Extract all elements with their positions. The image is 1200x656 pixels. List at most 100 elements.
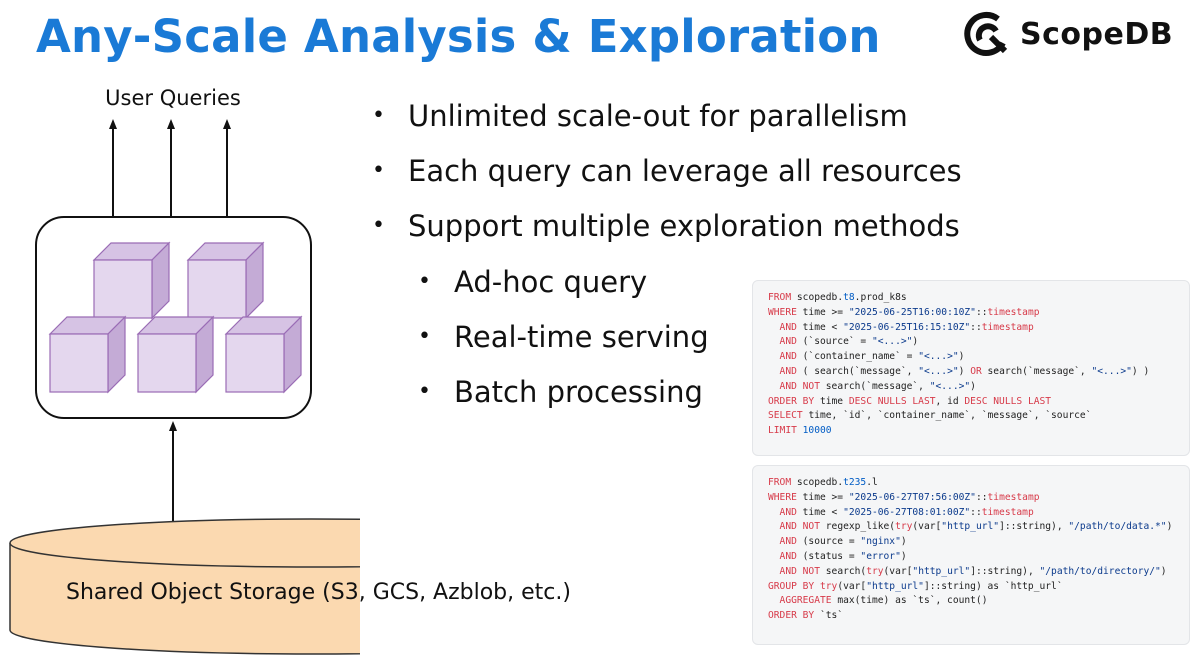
- storage-label: Shared Object Storage (S3, GCS, Azblob, …: [66, 580, 571, 605]
- code-token: ]::string),: [970, 565, 1040, 577]
- code-line: WHERE time >= "2025-06-25T16:00:10Z"::ti…: [768, 306, 1189, 321]
- code-line: LIMIT 10000: [768, 424, 1189, 439]
- code-token: "2025-06-27T08:01:00Z": [843, 506, 971, 518]
- code-line: AND time < "2025-06-25T16:15:10Z"::times…: [768, 321, 1189, 336]
- bullet-item: •Unlimited scale-out for parallelism: [372, 96, 908, 136]
- compute-node-cube: [186, 241, 265, 320]
- compute-nodes: [48, 241, 303, 394]
- code-token: 10000: [802, 425, 832, 437]
- code-line: ORDER BY `ts`: [768, 609, 1189, 624]
- compute-node-cube: [92, 241, 171, 320]
- code-token: timestamp: [987, 491, 1040, 503]
- code-line: GROUP BY try(var["http_url"]::string) as…: [768, 580, 1189, 595]
- brand-name: ScopeDB: [1020, 16, 1174, 52]
- code-token: .prod_k8s: [854, 292, 907, 303]
- code-token: (`source` =: [802, 336, 872, 348]
- code-line: AND (source = "nginx"): [768, 535, 1189, 550]
- storage-arrow: [169, 421, 177, 530]
- bullet-text: Unlimited scale-out for parallelism: [408, 99, 908, 133]
- code-token: search(`message`,: [987, 365, 1092, 377]
- code-line: AND (`container_name` = "<...>"): [768, 350, 1189, 365]
- code-token: ): [912, 336, 919, 348]
- code-token: AND: [768, 536, 803, 548]
- shared-object-storage: [9, 518, 360, 655]
- sub-bullet-item: • Batch processing: [418, 372, 703, 412]
- code-token: ]::string),: [999, 521, 1069, 533]
- code-token: FROM: [768, 292, 797, 303]
- code-line: AND (`source` = "<...>"): [768, 335, 1189, 350]
- architecture-diagram: User Queries: [9, 86, 360, 655]
- code-token: WHERE: [768, 306, 803, 318]
- code-line: WHERE time >= "2025-06-27T07:56:00Z"::ti…: [768, 491, 1189, 506]
- bullet-item: •Each query can leverage all resources: [372, 151, 962, 191]
- code-token: search(: [825, 565, 867, 577]
- code-line: AND NOT search(`message`, "<...>"): [768, 380, 1189, 395]
- code-line: FROM scopedb.t8.prod_k8s: [768, 291, 1189, 306]
- code-token: AND: [768, 351, 803, 363]
- compute-node-cube: [136, 315, 215, 394]
- user-queries-label: User Queries: [105, 86, 241, 110]
- code-token: ) ): [1131, 365, 1150, 377]
- code-token: SELECT: [768, 410, 809, 422]
- code-token: t8: [843, 292, 855, 303]
- code-token: ORDER BY: [768, 610, 820, 622]
- code-token: , id: [935, 395, 965, 407]
- code-token: time >=: [802, 491, 849, 503]
- code-token: "<...>": [918, 365, 959, 377]
- bullet-text: Batch processing: [454, 375, 703, 409]
- code-token: t235: [843, 477, 867, 488]
- code-token: "error": [860, 550, 901, 562]
- code-token: AGGREGATE: [768, 595, 838, 607]
- bullet-dot: •: [418, 324, 431, 349]
- code-line: SELECT time, `id`, `container_name`, `me…: [768, 409, 1189, 424]
- code-token: max(time) as `ts`, count(): [837, 595, 988, 607]
- bullet-dot: •: [372, 213, 385, 238]
- code-token: ]::string) as `http_url`: [923, 580, 1063, 592]
- code-token: ::: [975, 306, 988, 318]
- bullet-text: Real-time serving: [454, 320, 709, 354]
- code-line: AND NOT regexp_like(try(var["http_url"]:…: [768, 520, 1189, 535]
- code-token: "2025-06-25T16:00:10Z": [848, 306, 976, 318]
- code-token: "http_url": [941, 521, 1000, 533]
- brand: ScopeDB: [964, 10, 1173, 58]
- code-token: FROM: [768, 477, 797, 488]
- bullet-text: Each query can leverage all resources: [408, 154, 962, 188]
- code-token: "nginx": [860, 536, 901, 548]
- code-token: timestamp: [981, 321, 1034, 333]
- code-token: ): [958, 365, 971, 377]
- code-line: AGGREGATE max(time) as `ts`, count(): [768, 594, 1189, 609]
- code-token: (var[: [837, 580, 867, 592]
- code-token: "<...>": [1091, 365, 1132, 377]
- code-token: DESC NULLS LAST: [848, 395, 936, 407]
- code-line: AND time < "2025-06-27T08:01:00Z"::times…: [768, 506, 1189, 521]
- code-token: time, `id`, `container_name`, `message`,…: [808, 410, 1092, 422]
- code-token: try: [819, 580, 838, 592]
- code-token: ORDER BY: [768, 395, 820, 407]
- code-token: AND: [768, 550, 803, 562]
- compute-node-cube: [48, 315, 127, 394]
- code-token: .l: [866, 477, 878, 488]
- code-token: "2025-06-25T16:15:10Z": [843, 321, 971, 333]
- code-token: AND: [768, 321, 803, 333]
- code-token: "2025-06-27T07:56:00Z": [848, 491, 976, 503]
- code-token: AND NOT: [768, 565, 826, 577]
- code-token: search(`message`,: [825, 380, 930, 392]
- code-token: "http_url": [866, 580, 924, 592]
- code-token: DESC NULLS LAST: [964, 395, 1052, 407]
- code-token: try: [866, 565, 884, 577]
- code-token: ( search(`message`,: [802, 365, 919, 377]
- code-token: "<...>": [918, 351, 959, 363]
- code-token: time >=: [802, 306, 849, 318]
- sub-bullet-item: •Ad-hoc query: [418, 262, 647, 302]
- code-token: regexp_like(: [825, 521, 896, 533]
- code-line: ORDER BY time DESC NULLS LAST, id DESC N…: [768, 395, 1189, 410]
- code-token: AND NOT: [768, 380, 826, 392]
- compute-node-cube: [224, 315, 303, 394]
- bullet-dot: •: [418, 379, 431, 404]
- code-token: `ts`: [819, 610, 844, 622]
- code-token: time: [819, 395, 849, 407]
- code-token: (source =: [802, 536, 861, 548]
- code-token: scopedb.: [796, 292, 844, 303]
